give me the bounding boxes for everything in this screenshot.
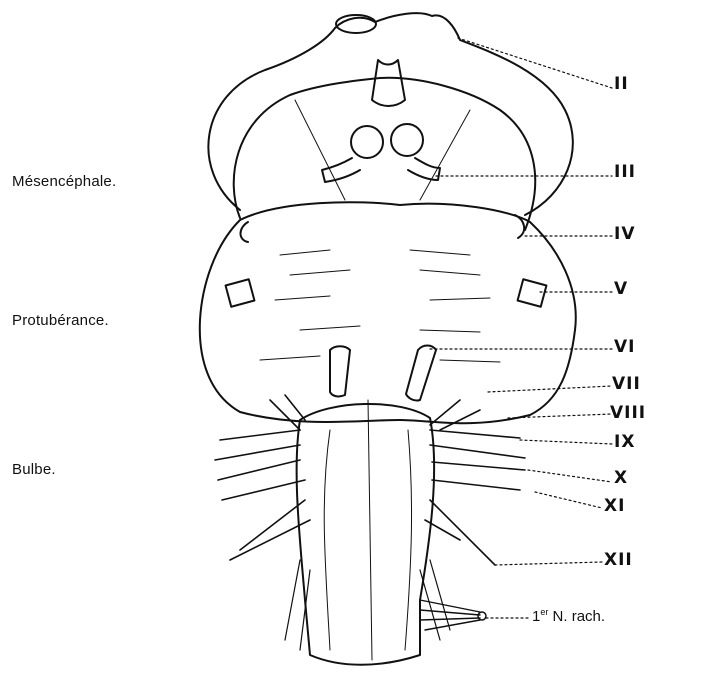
oculomotor-nerve-right [408,158,440,180]
nerve-label-IV: IV [614,224,635,244]
spinal-nerve-text: N. rach. [553,608,606,625]
trochlear-nerve-left [241,222,249,242]
first-spinal-nerve [420,600,480,630]
nerve-label-III: III [614,162,636,182]
spinal-nerve-superscript: er [540,607,548,617]
oculomotor-nerve-left [322,158,360,182]
nerve-label-II: II [614,74,629,94]
leader-XI [535,492,602,508]
leader-XII [495,562,602,565]
region-label-bulbe: Bulbe. [12,461,56,478]
nerve-label-X: X [614,468,628,488]
region-label-protuberance: Protubérance. [12,312,109,329]
nerve-label-VI: VI [614,337,635,357]
nerve-label-V: V [614,279,628,299]
trigeminal-nerve-right [518,279,547,306]
nerve-label-XI: XI [604,496,625,516]
abducens-nerve-right [406,346,436,401]
infundibulum [372,60,405,106]
spinal-nerve-label: 1er N. rach. [532,607,605,625]
nerve-label-XII: XII [604,550,633,570]
trigeminal-nerve-left [226,279,255,306]
mammillary-body-left [351,126,383,158]
leader-II [458,38,612,88]
nerve-label-VIII: VIII [610,403,646,423]
leader-X [528,470,612,482]
nerve-label-IX: IX [614,432,635,452]
abducens-nerve-left [330,346,350,396]
leader-VII [488,386,612,392]
medulla [297,404,435,665]
mammillary-body-right [391,124,423,156]
leader-IX [520,440,612,444]
region-label-mesencephale: Mésencéphale. [12,173,116,190]
nerve-label-VII: VII [612,374,641,394]
